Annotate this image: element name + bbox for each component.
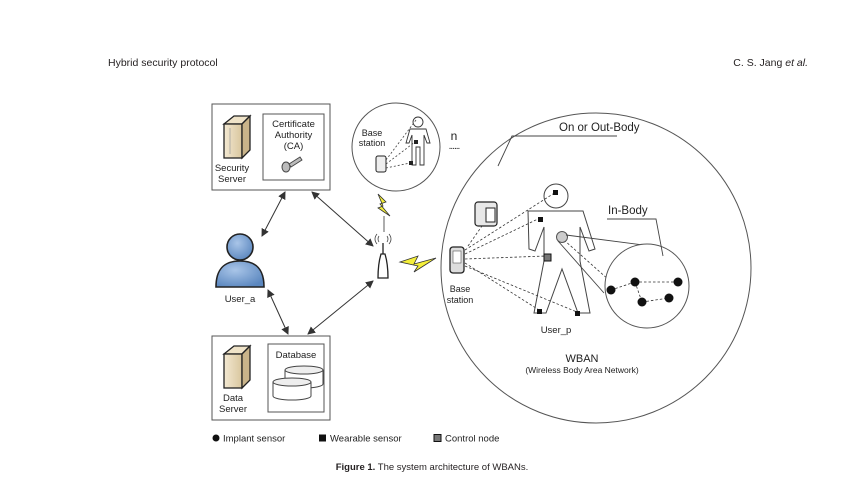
in-body-circle (604, 243, 690, 329)
legend-control-label: Control node (445, 434, 499, 445)
wearable-sensor-marker (409, 161, 413, 165)
implant-sensor-marker (630, 277, 640, 287)
remote-base-station-label-2: station (359, 138, 386, 148)
ellipsis-label: ...... (449, 141, 460, 152)
control-node-marker (543, 253, 552, 262)
implant-sensor-marker (637, 297, 647, 307)
data-server-group: Data Server Database (211, 335, 331, 421)
implant-sensor-marker (606, 285, 616, 295)
legend-control-marker (433, 434, 442, 442)
wearable-sensor-marker (575, 311, 580, 316)
legend-wearable-marker (319, 434, 326, 442)
wban-group: On or Out-Body Base station (440, 112, 752, 424)
ca-label-3: (CA) (284, 141, 304, 152)
wearable-sensor-marker (553, 190, 558, 195)
database-label: Database (276, 350, 317, 361)
implant-sensor-marker (664, 293, 674, 303)
legend-wearable-label: Wearable sensor (330, 434, 402, 445)
security-server-label-1: Security (215, 163, 250, 174)
security-server-group: Security Server Certificate Authority (C… (211, 103, 331, 191)
lightning-icon (398, 255, 437, 273)
arrow-ca-user (261, 191, 286, 237)
remote-ban-group: Base station n ...... (351, 102, 461, 192)
figure-caption: Figure 1. The system architecture of WBA… (0, 462, 864, 473)
legend-implant-label: Implant sensor (223, 434, 285, 445)
wban-subtitle: (Wireless Body Area Network) (525, 365, 639, 375)
user-a-group: User_a (215, 233, 265, 305)
wban-base-station-label-2: station (447, 295, 474, 305)
legend: Implant sensor Wearable sensor Control n… (212, 434, 499, 445)
user-a-label: User_a (225, 294, 256, 305)
running-title: Hybrid security protocol (108, 57, 218, 69)
implant-sensor-marker (673, 277, 683, 287)
legend-implant-marker (212, 434, 220, 442)
on-out-body-label: On or Out-Body (559, 122, 640, 134)
user-p-label: User_p (541, 325, 572, 336)
arrow-ca-ap (311, 191, 374, 247)
sensor-links (464, 191, 610, 313)
wearable-sensor-marker (537, 309, 542, 314)
authors-name: C. S. Jang (733, 57, 783, 69)
ca-label-1: Certificate (272, 119, 315, 130)
lightning-icon (377, 193, 391, 217)
ca-box (262, 113, 325, 181)
wearable-sensor-marker (538, 217, 543, 222)
data-server-label-2: Server (219, 404, 247, 415)
n-label: n (451, 129, 458, 143)
arrow-db-ap (307, 280, 374, 335)
user-icon (215, 233, 265, 288)
authors-etal: et al. (785, 57, 808, 69)
implant-zoom-origin (556, 231, 568, 243)
server-icon (222, 344, 252, 390)
wearable-sensor-marker (414, 140, 418, 144)
key-icon (281, 156, 303, 173)
security-server-label-2: Server (218, 174, 246, 185)
wban-title: WBAN (566, 353, 599, 365)
figure-caption-label: Figure 1. (335, 462, 376, 473)
connection-arrows (261, 191, 374, 335)
in-body-label: In-Body (608, 205, 648, 217)
wban-base-station-label-1: Base (450, 284, 471, 294)
running-authors: C. S. Jang et al. (733, 57, 808, 69)
remote-base-station-label-1: Base (362, 128, 383, 138)
remote-monitor-icon (474, 201, 498, 227)
phone-icon (375, 155, 387, 173)
ca-label-2: Authority (275, 130, 313, 141)
figure-caption-text: The system architecture of WBANs. (375, 462, 529, 473)
server-icon (222, 114, 252, 160)
antenna-icon (374, 233, 392, 279)
person-icon (405, 116, 431, 166)
data-server-label-1: Data (223, 393, 244, 404)
arrow-user-db (267, 289, 289, 335)
database-icon (272, 365, 324, 401)
